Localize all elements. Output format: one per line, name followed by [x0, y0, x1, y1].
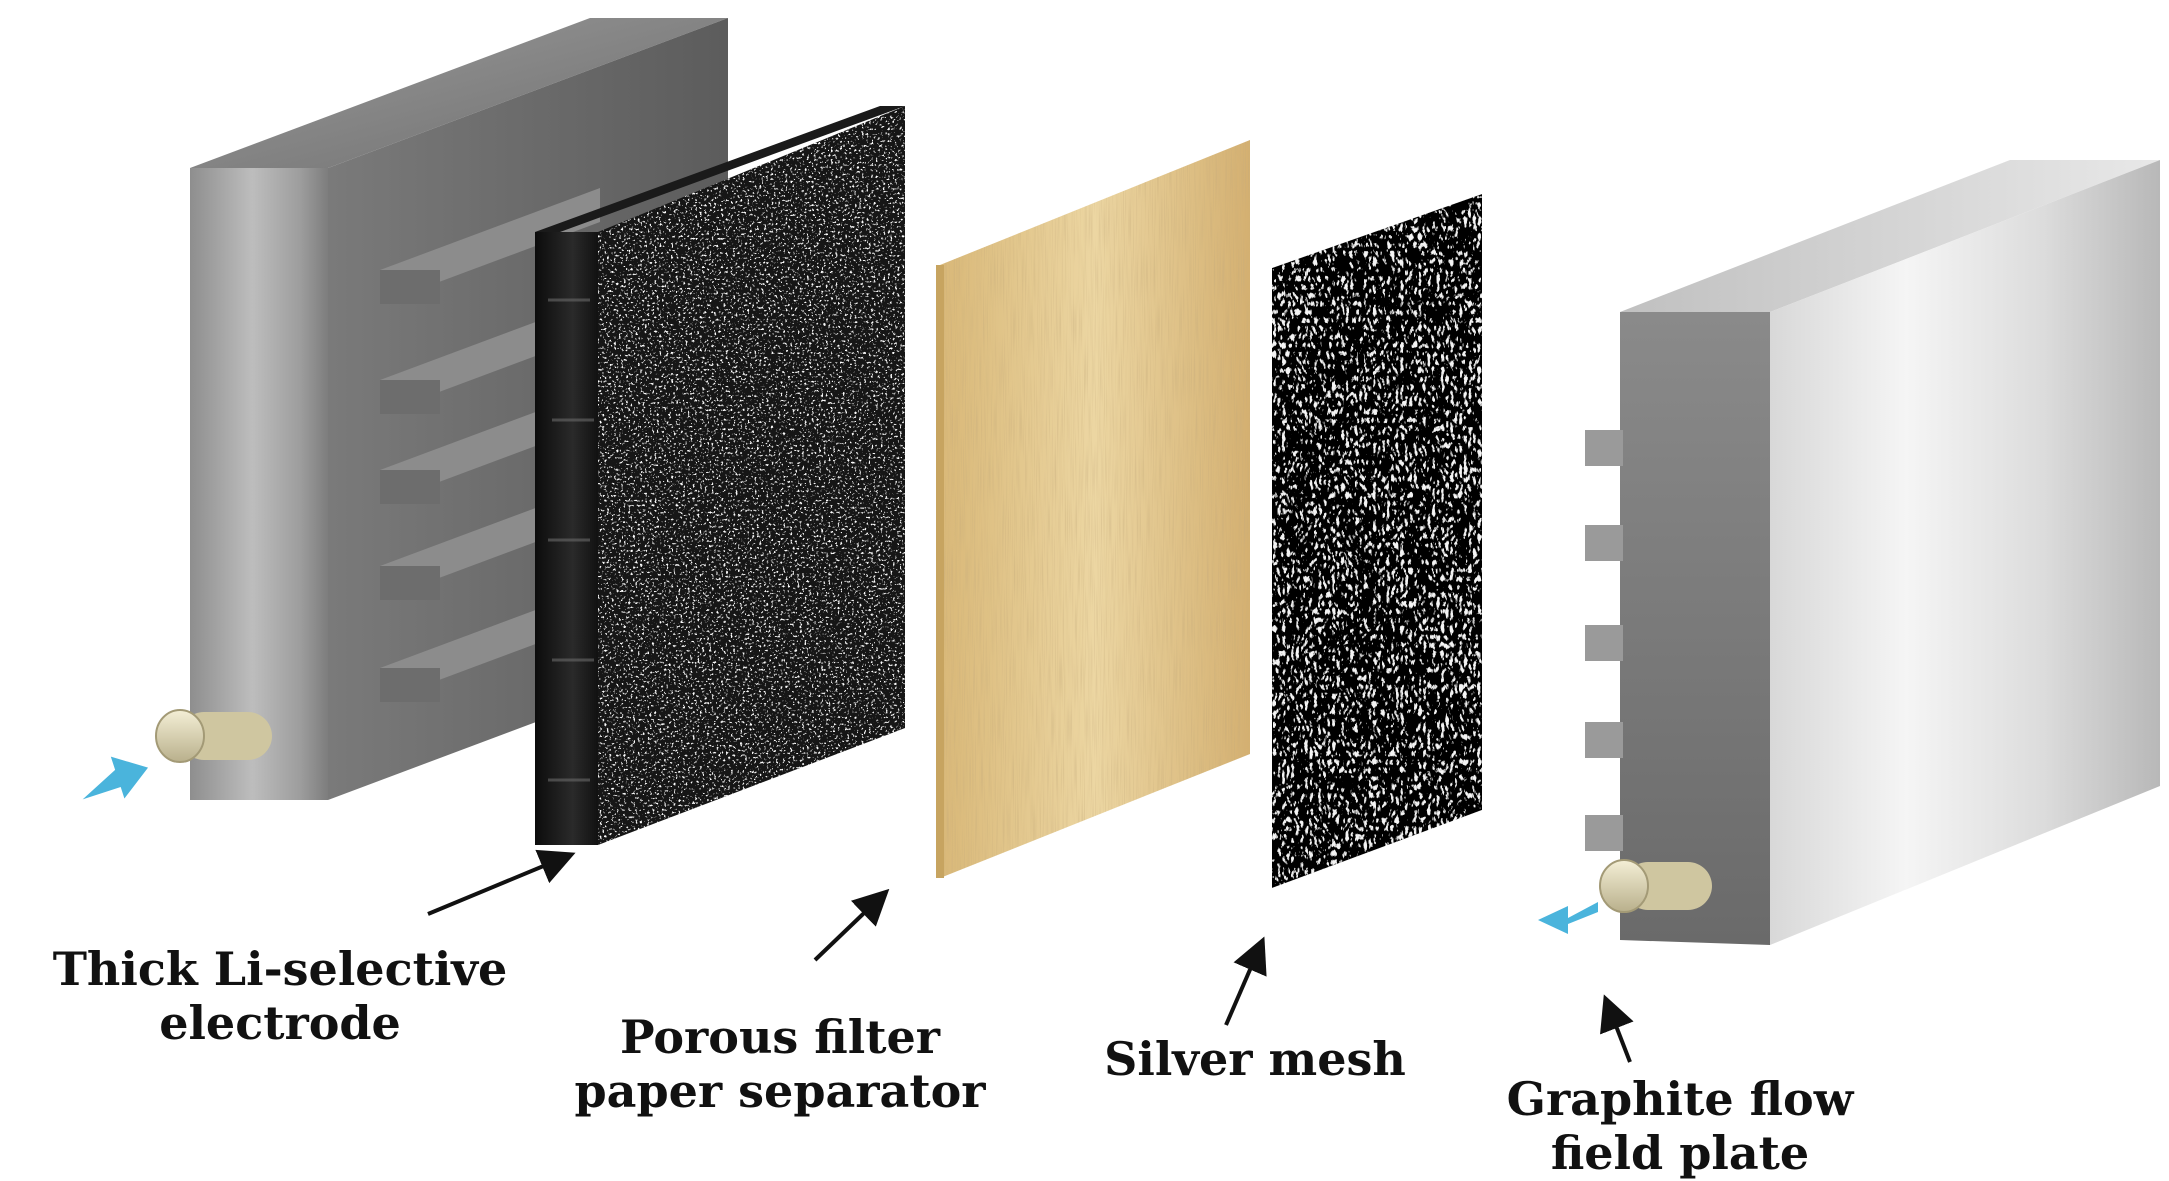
silver-mesh: [1272, 194, 1482, 888]
label-line: field plate: [1460, 1126, 1900, 1180]
mesh-leader-arrow: [1226, 942, 1262, 1025]
plate-leader-arrow: [1606, 1000, 1630, 1062]
label-line: Silver mesh: [1075, 1032, 1435, 1086]
label-filter-paper-separator: Porous filter paper separator: [530, 1010, 1030, 1118]
label-li-selective-electrode: Thick Li-selective electrode: [10, 942, 550, 1050]
label-line: Graphite flow: [1460, 1072, 1900, 1126]
label-graphite-flow-field-plate: Graphite flow field plate: [1460, 1072, 1900, 1180]
label-line: Thick Li-selective: [10, 942, 550, 996]
label-line: paper separator: [530, 1064, 1030, 1118]
label-line: Porous filter: [530, 1010, 1030, 1064]
right-plate-channels: [1585, 430, 1623, 851]
inlet-flow-arrow-icon: [73, 747, 155, 811]
outlet-flow-arrow-icon: [1538, 902, 1598, 934]
outlet-port-icon: [1600, 860, 1712, 912]
electrode-leader-arrow: [428, 855, 570, 914]
inlet-port-icon: [156, 710, 272, 762]
separator-leader-arrow: [815, 893, 885, 960]
filter-paper-separator: [936, 140, 1250, 878]
li-selective-electrode: [535, 106, 905, 845]
label-silver-mesh: Silver mesh: [1075, 1032, 1435, 1086]
right-flow-field-plate: [1538, 160, 2160, 945]
label-line: electrode: [10, 996, 550, 1050]
